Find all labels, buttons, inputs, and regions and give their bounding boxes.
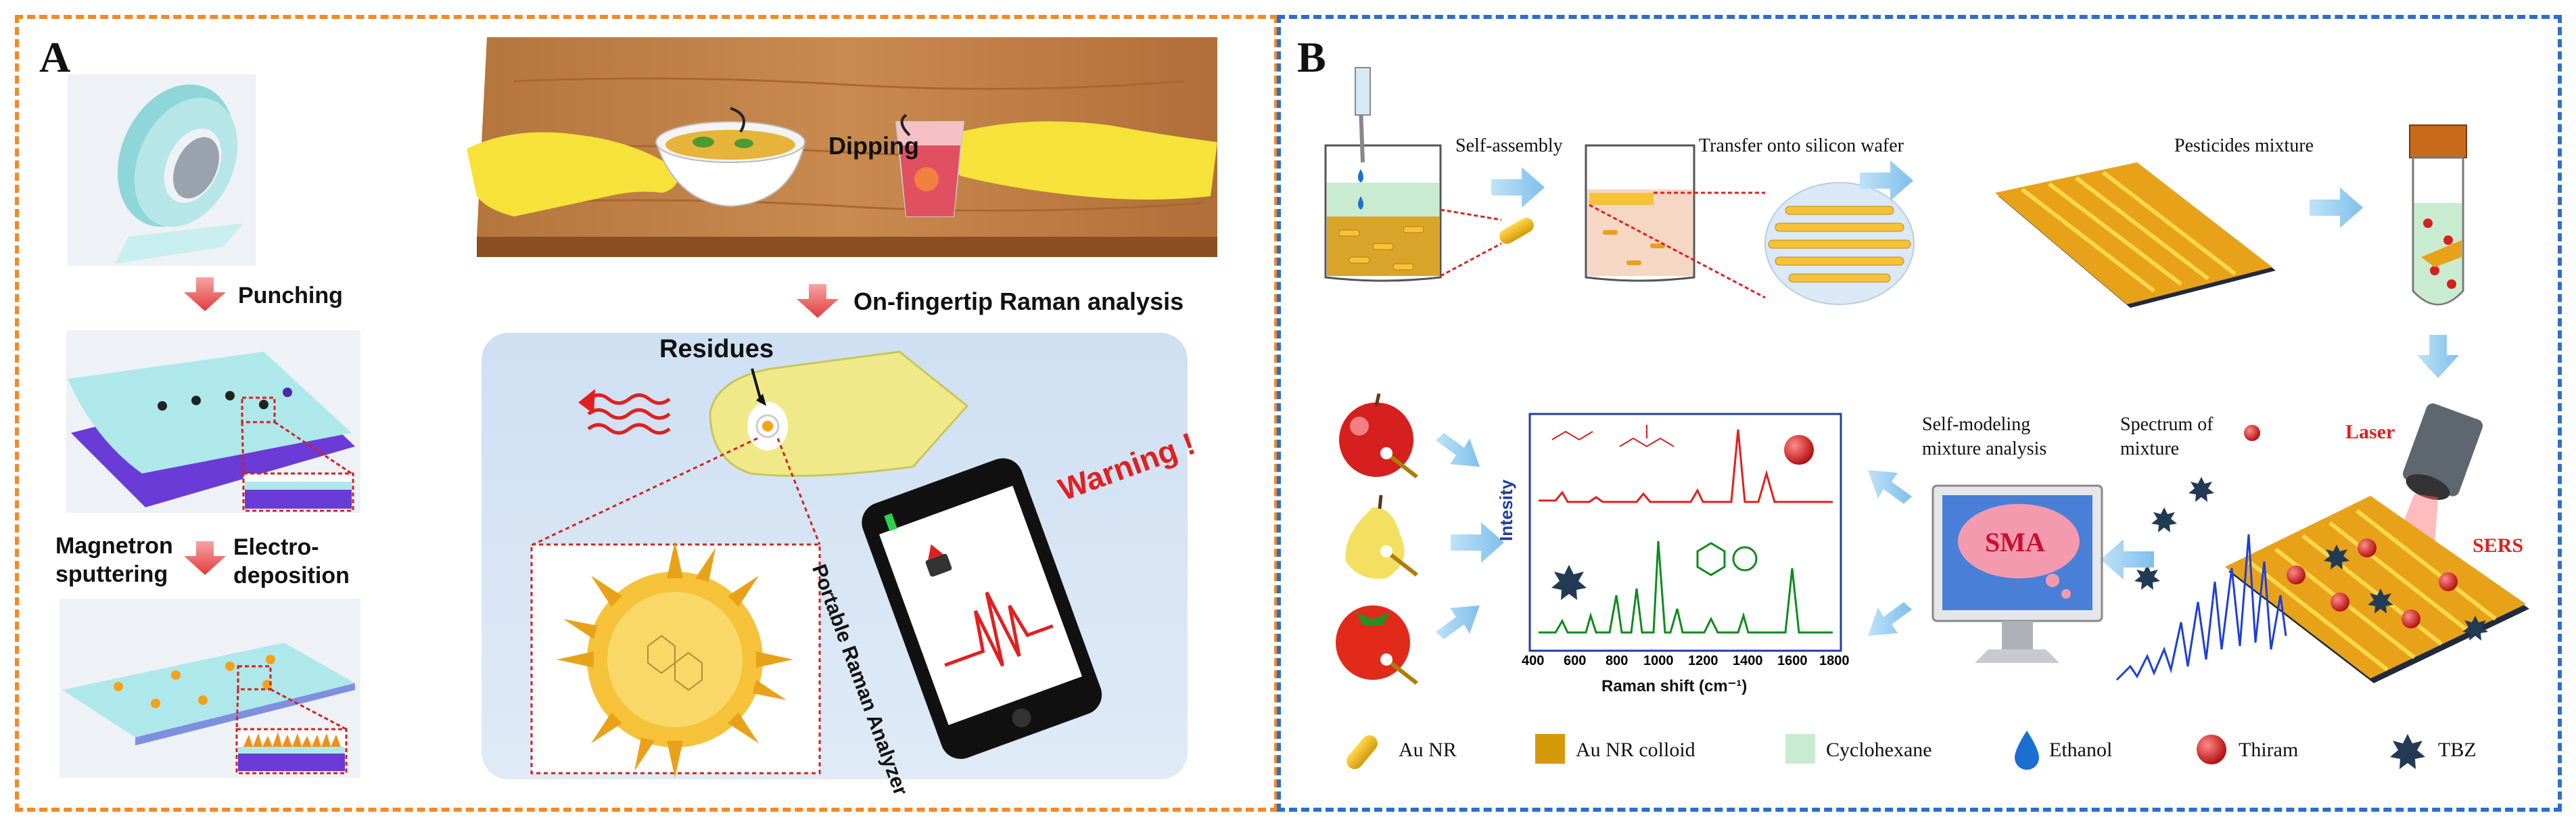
down-arrow-1: [184, 277, 226, 311]
tbz-spectrum: [1539, 540, 1833, 634]
legend-colloid-label: Au NR colloid: [1576, 739, 1695, 761]
laser-wave-icon: [587, 393, 671, 435]
sputtered-tape-image: [60, 599, 360, 778]
down-arrow-3: [797, 284, 839, 318]
spiky-gold-nanostructure: [557, 541, 793, 778]
pesticides-mixture-label: Pesticides mixture: [2174, 135, 2314, 156]
juice-glass-image: [895, 114, 965, 217]
legend-tbz-label: TBZ: [2438, 739, 2477, 761]
pear-image: [1345, 494, 1418, 579]
tick-label: 800: [1606, 653, 1629, 668]
dipping-label: Dipping: [828, 132, 919, 160]
fruit-arrow-2: [1451, 522, 1504, 563]
self-assembly-label: Self-assembly: [1455, 135, 1563, 156]
tick-label: 1200: [1688, 653, 1718, 668]
computer-monitor: [1931, 484, 2103, 663]
sma-label: SMA: [1985, 527, 2045, 557]
left-glove: [467, 132, 678, 216]
plot-ylabel: Intesity: [1496, 479, 1516, 541]
panel-a-illustration: [60, 37, 1217, 779]
flow-arrow-downleft: [1868, 602, 1912, 636]
tick-label: 600: [1564, 653, 1587, 668]
mixture-spectrum: [2115, 534, 2287, 681]
thiram-floating-icon: [2244, 425, 2260, 441]
plot-x-ticks: 400 600 800 1000 1200 1400 1600 1800: [1522, 653, 1850, 674]
spectrum-label-line1: Spectrum of: [2120, 414, 2214, 435]
silicon-wafer-closeup: [1764, 182, 1915, 305]
tbz-stars: [2134, 477, 2488, 641]
cyclohexane-icon: [1785, 734, 1815, 764]
laser-label: Laser: [2345, 421, 2395, 443]
test-tube-mixture: [2409, 124, 2467, 306]
au-nr-particle: [1499, 218, 1534, 244]
tea-cup-image: [655, 107, 806, 208]
tomato-image: [1336, 605, 1418, 685]
right-glove: [952, 121, 1217, 200]
sers-substrate: [2225, 496, 2529, 683]
sers-label: SERS: [2473, 534, 2524, 557]
ethanol-drop-icon: [2015, 731, 2039, 770]
beaker-transfer: [1585, 144, 1695, 282]
spectrum-label-line2: mixture: [2120, 438, 2180, 459]
tick-label: 1600: [1777, 653, 1808, 668]
tick-label: 1000: [1643, 653, 1674, 668]
panel-b-label: B: [1297, 33, 1326, 81]
step-electro-label: Electro-: [233, 534, 319, 560]
punched-tape-image: [66, 330, 360, 513]
self-modeling-label-line2: mixture analysis: [1922, 438, 2047, 459]
legend-thiram-label: Thiram: [2239, 739, 2299, 761]
panel-a-frame: [15, 15, 1278, 812]
step-deposition-label: deposition: [233, 563, 350, 589]
thiram-sphere-icon: [2197, 735, 2226, 764]
plot-xlabel: Raman shift (cm⁻¹): [1601, 677, 1748, 695]
flow-arrow-3: [2310, 187, 2363, 228]
down-arrow-2: [184, 541, 226, 575]
tick-label: 1400: [1733, 653, 1763, 668]
beaker-self-assembly: [1324, 67, 1442, 282]
thiram-spectrum: [1539, 429, 1833, 503]
raman-spectra-plot: [1528, 413, 1842, 652]
flow-arrow-down: [2417, 335, 2459, 378]
laser-arrowhead: [578, 389, 595, 414]
legend-au-nr-label: Au NR: [1399, 739, 1457, 761]
flow-arrow-left-1: [2101, 539, 2154, 580]
step-sputtering-label: sputtering: [55, 561, 168, 587]
self-modeling-label-line1: Self-modeling: [1922, 414, 2031, 435]
step-magnetron-label: Magnetron: [55, 533, 173, 559]
flow-arrow-upleft: [1868, 470, 1912, 504]
tape-roll-image: [68, 74, 256, 266]
step-punching-label: Punching: [238, 283, 343, 308]
flow-arrow-2: [1860, 160, 1913, 201]
transfer-label: Transfer onto silicon wafer: [1699, 135, 1904, 156]
tick-label: 400: [1522, 653, 1545, 668]
panel-b-frame: [1277, 15, 2562, 812]
legend-ethanol-label: Ethanol: [2049, 739, 2113, 761]
au-nr-icon: [1346, 735, 1378, 770]
fruit-arrow-3: [1436, 605, 1480, 639]
apple-image: [1339, 393, 1418, 479]
phone-connector: [884, 513, 897, 532]
legend-cyclohexane-label: Cyclohexane: [1826, 739, 1932, 761]
tick-label: 1800: [1819, 653, 1850, 668]
panel-a-label: A: [39, 33, 71, 81]
au-nr-substrate: [1995, 162, 2276, 308]
fruit-arrow-1: [1436, 433, 1480, 467]
tbz-star-icon: [2390, 734, 2425, 769]
flow-arrow-1: [1491, 167, 1545, 208]
on-fingertip-label: On-fingertip Raman analysis: [853, 287, 1184, 315]
colloid-icon: [1535, 734, 1565, 764]
phone-image: [862, 458, 1102, 759]
residues-label: Residues: [659, 335, 774, 363]
